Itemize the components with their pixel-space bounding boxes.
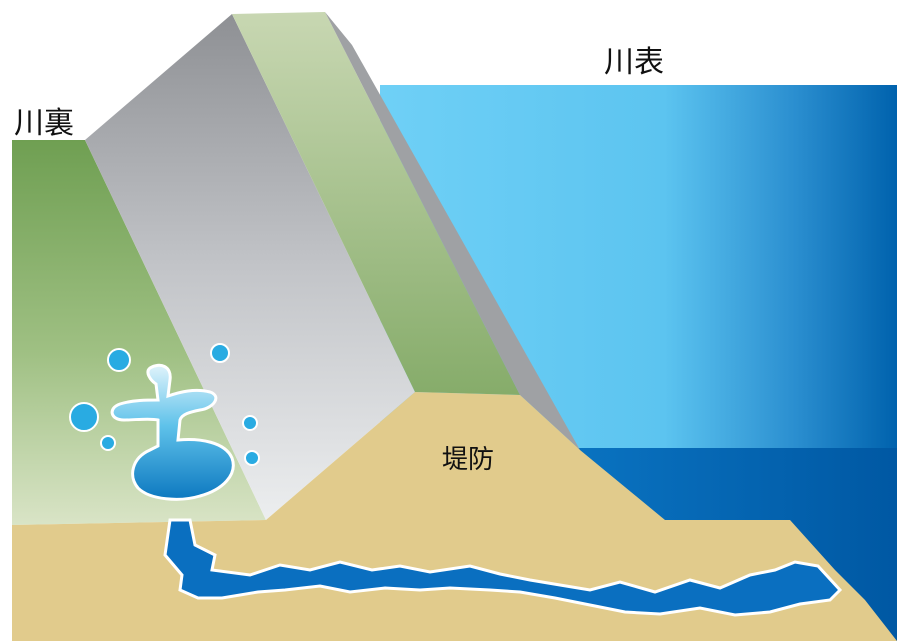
levee-body-section [266,392,665,520]
levee-riverside-edge [325,12,580,450]
water-droplet-icon [100,435,116,451]
seepage-path [163,518,843,617]
levee-crest-face [232,12,520,395]
water-droplet-icon [244,450,260,466]
water-droplet-icon [242,415,258,431]
riverside-label: 川表 [604,45,664,80]
levee-label: 堤防 [442,445,494,475]
boil-spout-icon [110,363,235,501]
sand-boil [69,343,260,501]
water-droplet-icon [210,343,230,363]
levee-slope-face [85,14,415,520]
water-droplet-icon [107,348,131,372]
landside-label: 川裏 [14,106,74,141]
water-droplet-icon [69,402,99,432]
